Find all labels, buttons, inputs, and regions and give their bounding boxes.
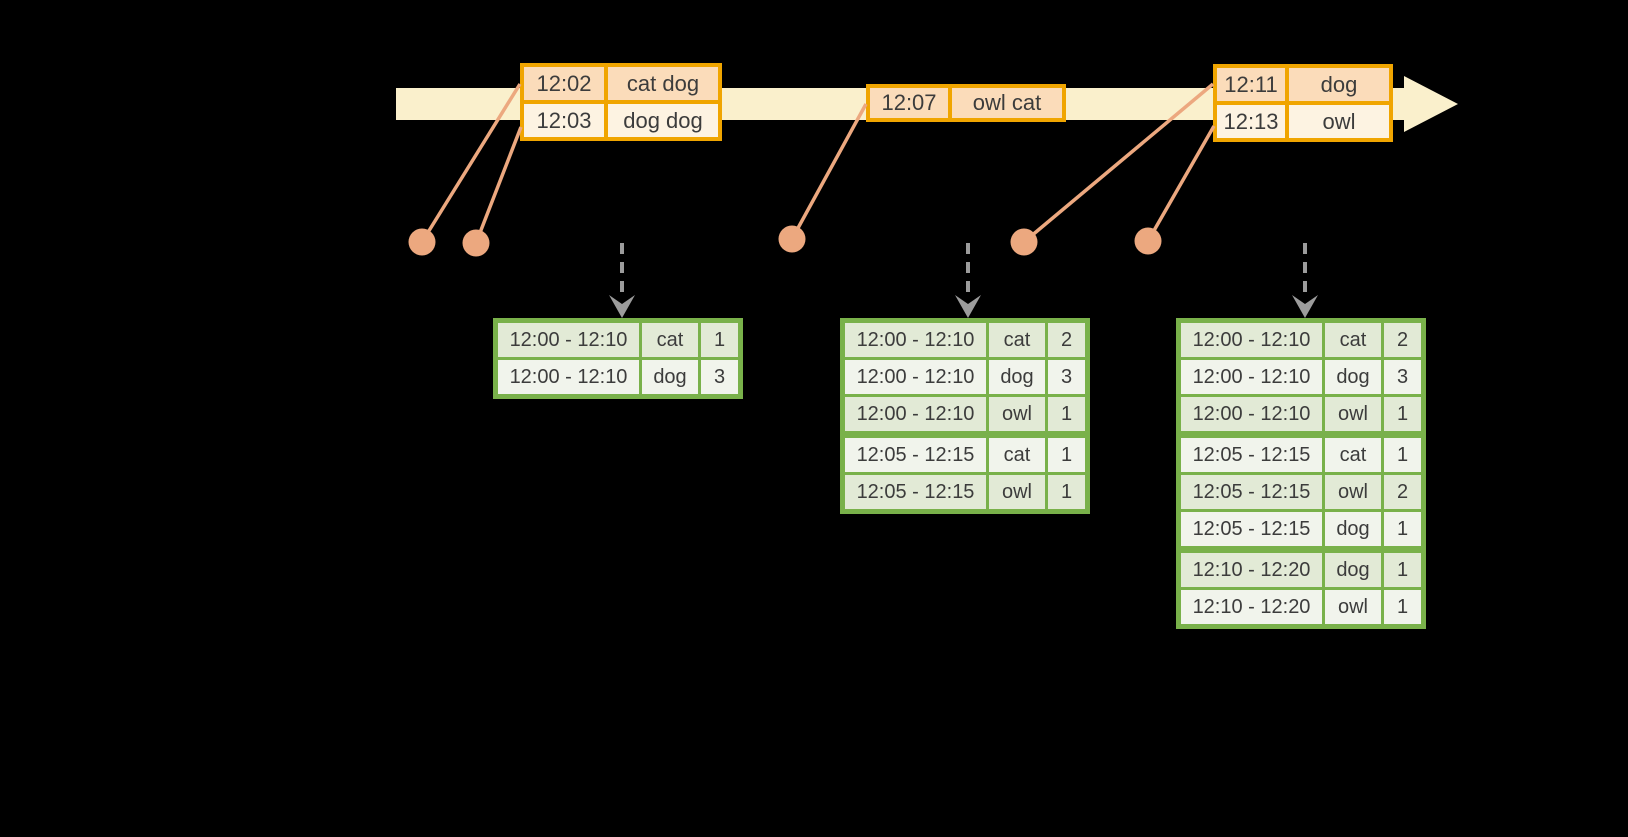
count-cell: 1	[1048, 475, 1085, 509]
word-cell: dog	[989, 360, 1045, 394]
words-cell: dog	[1289, 68, 1389, 101]
event-dot-icon	[408, 228, 436, 256]
time-cell: 12:07	[870, 88, 948, 118]
count-cell: 2	[1384, 323, 1421, 357]
time-cell: 12:13	[1217, 105, 1285, 138]
event-connector-line	[474, 126, 523, 244]
event-dot-icon	[462, 229, 490, 257]
count-cell: 3	[701, 360, 738, 394]
trigger-arrow-down-icon	[955, 243, 981, 318]
time-cell: 12:03	[524, 104, 604, 137]
word-cell: owl	[989, 475, 1045, 509]
word-cell: owl	[1325, 590, 1381, 624]
window-cell: 12:05 - 12:15	[1181, 438, 1322, 472]
count-cell: 3	[1384, 360, 1421, 394]
count-cell: 2	[1048, 323, 1085, 357]
window-cell: 12:00 - 12:10	[845, 360, 986, 394]
words-cell: cat dog	[608, 67, 718, 100]
window-cell: 12:00 - 12:10	[845, 323, 986, 357]
window-cell: 12:00 - 12:10	[498, 323, 639, 357]
window-cell: 12:05 - 12:15	[1181, 512, 1322, 546]
count-cell: 1	[1048, 397, 1085, 431]
word-cell: dog	[1325, 553, 1381, 587]
window-cell: 12:00 - 12:10	[498, 360, 639, 394]
event-connector-line	[1146, 125, 1216, 242]
word-cell: cat	[989, 438, 1045, 472]
count-cell: 1	[1048, 438, 1085, 472]
window-cell: 12:05 - 12:15	[1181, 475, 1322, 509]
event-dot-icon	[1010, 228, 1038, 256]
event-dot-icon	[1134, 227, 1162, 255]
count-cell: 1	[1384, 590, 1421, 624]
window-cell: 12:00 - 12:10	[1181, 397, 1322, 431]
count-cell: 1	[1384, 553, 1421, 587]
timeline-right-arrow-icon	[1404, 76, 1458, 132]
window-cell: 12:00 - 12:10	[1181, 323, 1322, 357]
event-dot-icon	[778, 225, 806, 253]
count-cell: 1	[1384, 512, 1421, 546]
window-cell: 12:05 - 12:15	[845, 438, 986, 472]
trigger-arrow-down-icon	[609, 243, 635, 318]
window-cell: 12:05 - 12:15	[845, 475, 986, 509]
count-cell: 1	[1384, 438, 1421, 472]
words-cell: owl	[1289, 105, 1389, 138]
word-cell: dog	[1325, 512, 1381, 546]
window-cell: 12:00 - 12:10	[845, 397, 986, 431]
count-cell: 2	[1384, 475, 1421, 509]
time-cell: 12:02	[524, 67, 604, 100]
words-cell: dog dog	[608, 104, 718, 137]
count-cell: 3	[1048, 360, 1085, 394]
word-cell: owl	[989, 397, 1045, 431]
word-cell: owl	[1325, 397, 1381, 431]
count-cell: 1	[701, 323, 738, 357]
trigger-arrow-down-icon	[1292, 243, 1318, 318]
window-cell: 12:10 - 12:20	[1181, 590, 1322, 624]
window-cell: 12:10 - 12:20	[1181, 553, 1322, 587]
word-cell: cat	[1325, 323, 1381, 357]
time-cell: 12:11	[1217, 68, 1285, 101]
window-cell: 12:00 - 12:10	[1181, 360, 1322, 394]
word-cell: cat	[989, 323, 1045, 357]
word-cell: dog	[1325, 360, 1381, 394]
words-cell: owl cat	[952, 88, 1062, 118]
event-connector-line	[790, 103, 868, 240]
word-cell: cat	[1325, 438, 1381, 472]
count-cell: 1	[1384, 397, 1421, 431]
word-cell: dog	[642, 360, 698, 394]
word-cell: cat	[642, 323, 698, 357]
word-cell: owl	[1325, 475, 1381, 509]
